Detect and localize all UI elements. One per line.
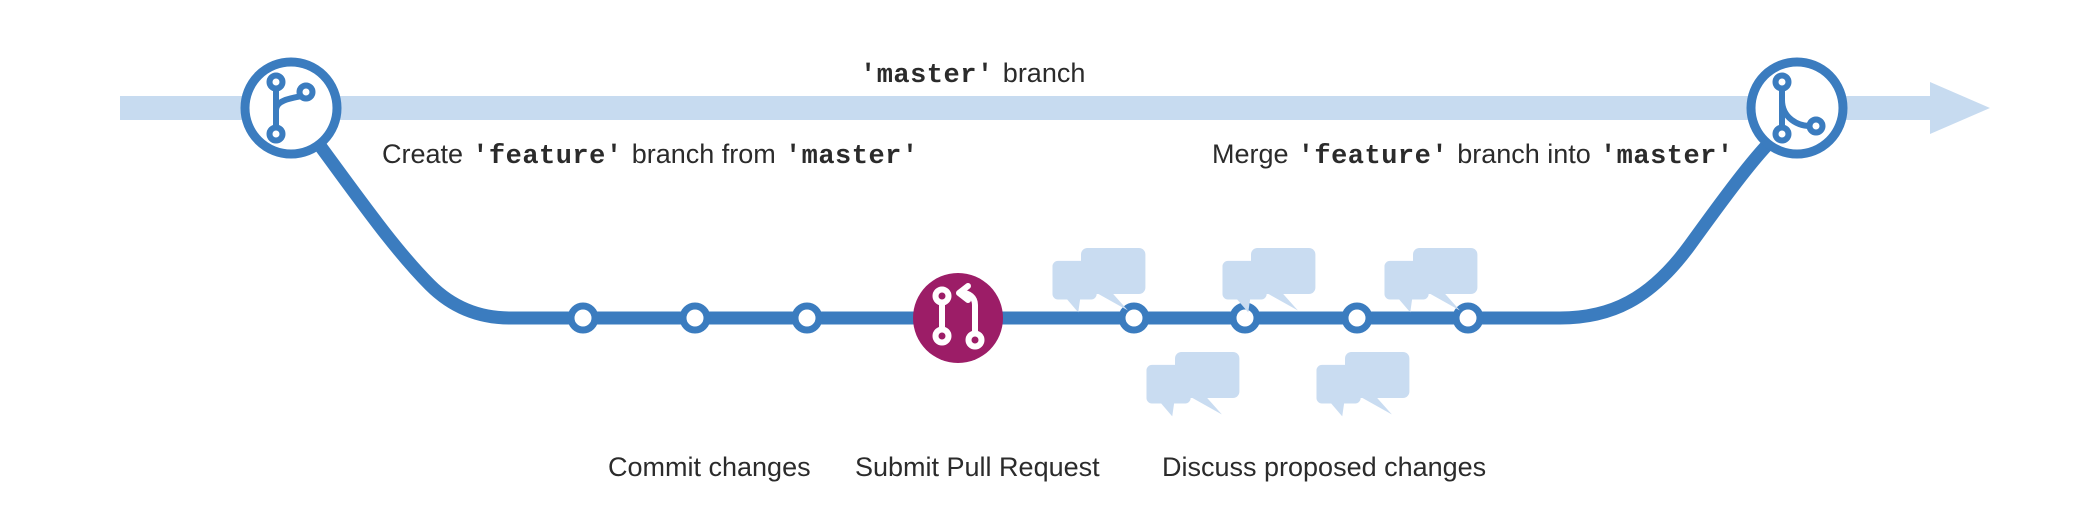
commit-changes-caption: Commit changes [608,452,811,482]
discuss-proposed-changes-caption: Discuss proposed changes [1162,452,1487,482]
branch-start-node[interactable] [240,57,342,159]
speech-bubble-icon [1316,352,1410,417]
commit-dot [1118,302,1150,334]
commit-dot [1229,302,1261,334]
commit-dot [567,302,599,334]
git-branch-icon [266,72,316,144]
commit-dot [1452,302,1484,334]
master-quoted-text: 'master' [1599,142,1734,172]
speech-bubble-icon [1222,248,1316,313]
merge-end-node[interactable] [1746,57,1848,159]
git-merge-icon [1772,72,1826,144]
master-quoted-text: 'master' [784,142,919,172]
discussion-bubbles-group [1052,248,1478,417]
master-branch-bar [120,82,1990,134]
speech-bubble-icon [1384,248,1478,313]
pull-request-node[interactable] [913,273,1003,363]
merge-lead-text: Merge [1212,139,1289,169]
submit-pull-request-caption: Submit Pull Request [855,452,1100,482]
create-lead-text: Create [382,139,464,169]
merge-middle-text: branch into [1457,139,1591,169]
create-middle-text: branch from [631,139,776,169]
merge-branch-label: Merge 'feature' branch into 'master' [1212,141,1734,171]
master-quoted-text: 'master' [860,61,994,91]
create-branch-label: Create 'feature' branch from 'master' [382,141,919,171]
commit-dot [791,302,823,334]
commit-dots-group [567,302,1484,334]
master-branch-label: 'master' branch [860,60,1085,90]
feature-branch-path [311,133,1779,325]
commit-dot [679,302,711,334]
git-pull-request-icon [932,283,985,350]
master-branch-word: branch [1002,58,1086,88]
feature-quoted-text: 'feature' [1297,142,1449,172]
commit-dot [1341,302,1373,334]
speech-bubble-icon [1146,352,1240,417]
feature-quoted-text: 'feature' [472,142,623,172]
